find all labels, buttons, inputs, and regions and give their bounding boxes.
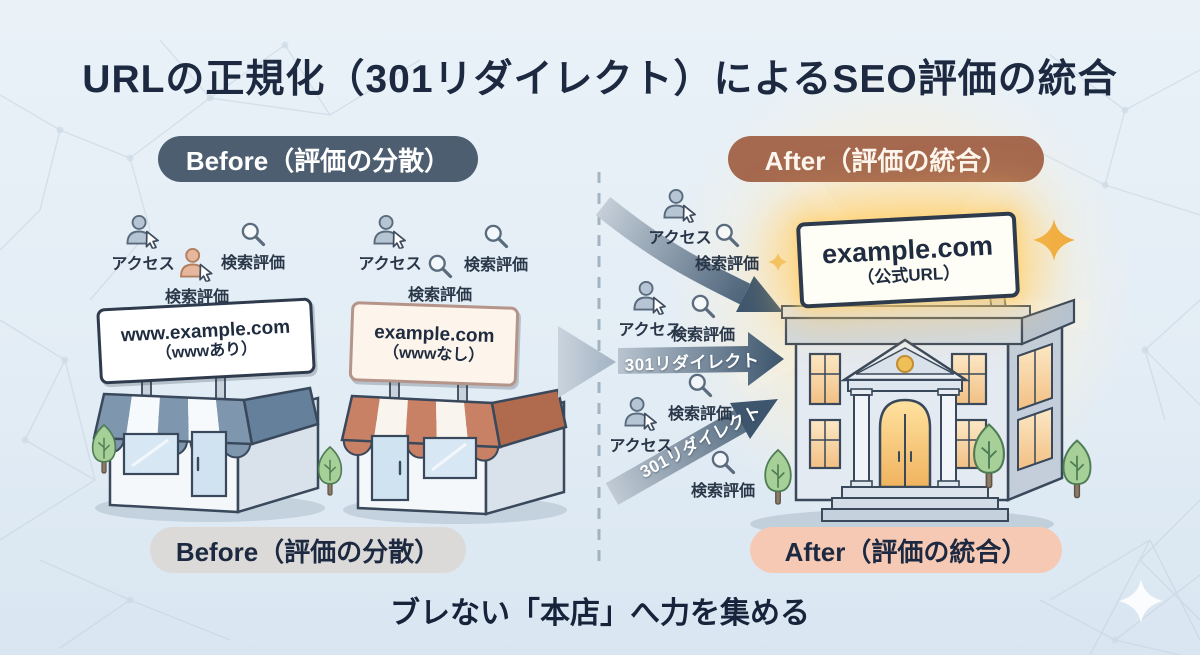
shop-www-sign-note: （wwwあり） (155, 340, 258, 363)
search-eval-label-group: 検索評価 (691, 448, 755, 501)
shop-naked-sign: example.com （wwwなし） (348, 301, 520, 387)
tree-icon (317, 446, 343, 496)
access-label: アクセス (609, 438, 673, 455)
access-label-group: アクセス (111, 214, 175, 274)
magnifier-icon (239, 220, 267, 248)
magnifier-icon (482, 222, 510, 250)
search-eval-label-group: 検索評価 (695, 221, 759, 274)
after-badge-top: After（評価の統合） (728, 136, 1044, 182)
official-url-sign: example.com （公式URL） (795, 211, 1021, 309)
bottom-caption: ブレない「本店」へ力を集める (390, 597, 810, 630)
shop-www-illustration (91, 367, 325, 522)
redirect-arrow-horizontal (618, 332, 784, 386)
access-label: アクセス (618, 322, 682, 339)
person-cursor-icon (178, 247, 216, 282)
after-badge-bottom: After（評価の統合） (750, 527, 1062, 573)
redirect-301-label: 301リダイレクト (624, 351, 760, 375)
person-cursor-icon (124, 214, 162, 249)
shop-www-sign: www.example.com （wwwあり） (96, 297, 316, 385)
before-badge-top: Before（評価の分散） (158, 136, 478, 182)
curved-traffic-arrow (595, 197, 783, 312)
access-label: アクセス (648, 230, 712, 247)
page-title: URLの正規化（301リダイレクト）によるSEO評価の統合 (82, 58, 1118, 101)
magnifier-icon (713, 221, 741, 249)
shop-naked-sign-note: （wwwなし） (382, 343, 485, 365)
official-url-sign-note: （公式URL） (856, 263, 961, 288)
magnifier-icon (686, 371, 714, 399)
flow-arrowhead (558, 326, 616, 398)
magnifier-icon (426, 252, 454, 280)
search-eval-label: 検索評価 (463, 257, 529, 274)
search-eval-label-group: 検索評価 (671, 292, 735, 345)
search-eval-label: 検索評価 (694, 256, 760, 273)
shop-naked-illustration (317, 371, 568, 524)
search-eval-label-group: 検索評価 (464, 222, 528, 275)
search-eval-label: 検索評価 (164, 289, 230, 306)
search-eval-label-group: 検索評価 (408, 252, 472, 305)
redirect-arrow-diagonal (605, 399, 778, 505)
building-windows (808, 342, 1053, 472)
access-label-group: アクセス (618, 280, 682, 340)
access-label-group: アクセス (609, 396, 673, 456)
access-label: アクセス (111, 256, 175, 273)
magnifier-icon (689, 292, 717, 320)
building-portico (821, 338, 1009, 522)
access-label-group: アクセス (358, 214, 422, 274)
person-cursor-icon (622, 396, 660, 431)
access-label: アクセス (358, 256, 422, 273)
search-eval-label-group: 検索評価 (668, 371, 732, 424)
search-eval-label-group: 検索評価 (165, 247, 229, 307)
search-eval-label: 検索評価 (690, 483, 756, 500)
search-eval-label: 検索評価 (220, 255, 286, 272)
person-cursor-icon (661, 188, 699, 223)
official-url-sign-url: example.com (821, 230, 994, 270)
search-eval-label-group: 検索評価 (221, 220, 285, 273)
before-badge-bottom: Before（評価の分散） (150, 527, 466, 573)
person-cursor-icon (631, 280, 669, 315)
search-eval-label: 検索評価 (407, 287, 473, 304)
access-label-group: アクセス (648, 188, 712, 248)
magnifier-icon (709, 448, 737, 476)
search-eval-label: 検索評価 (670, 327, 736, 344)
person-cursor-icon (371, 214, 409, 249)
search-eval-label: 検索評価 (667, 406, 733, 423)
